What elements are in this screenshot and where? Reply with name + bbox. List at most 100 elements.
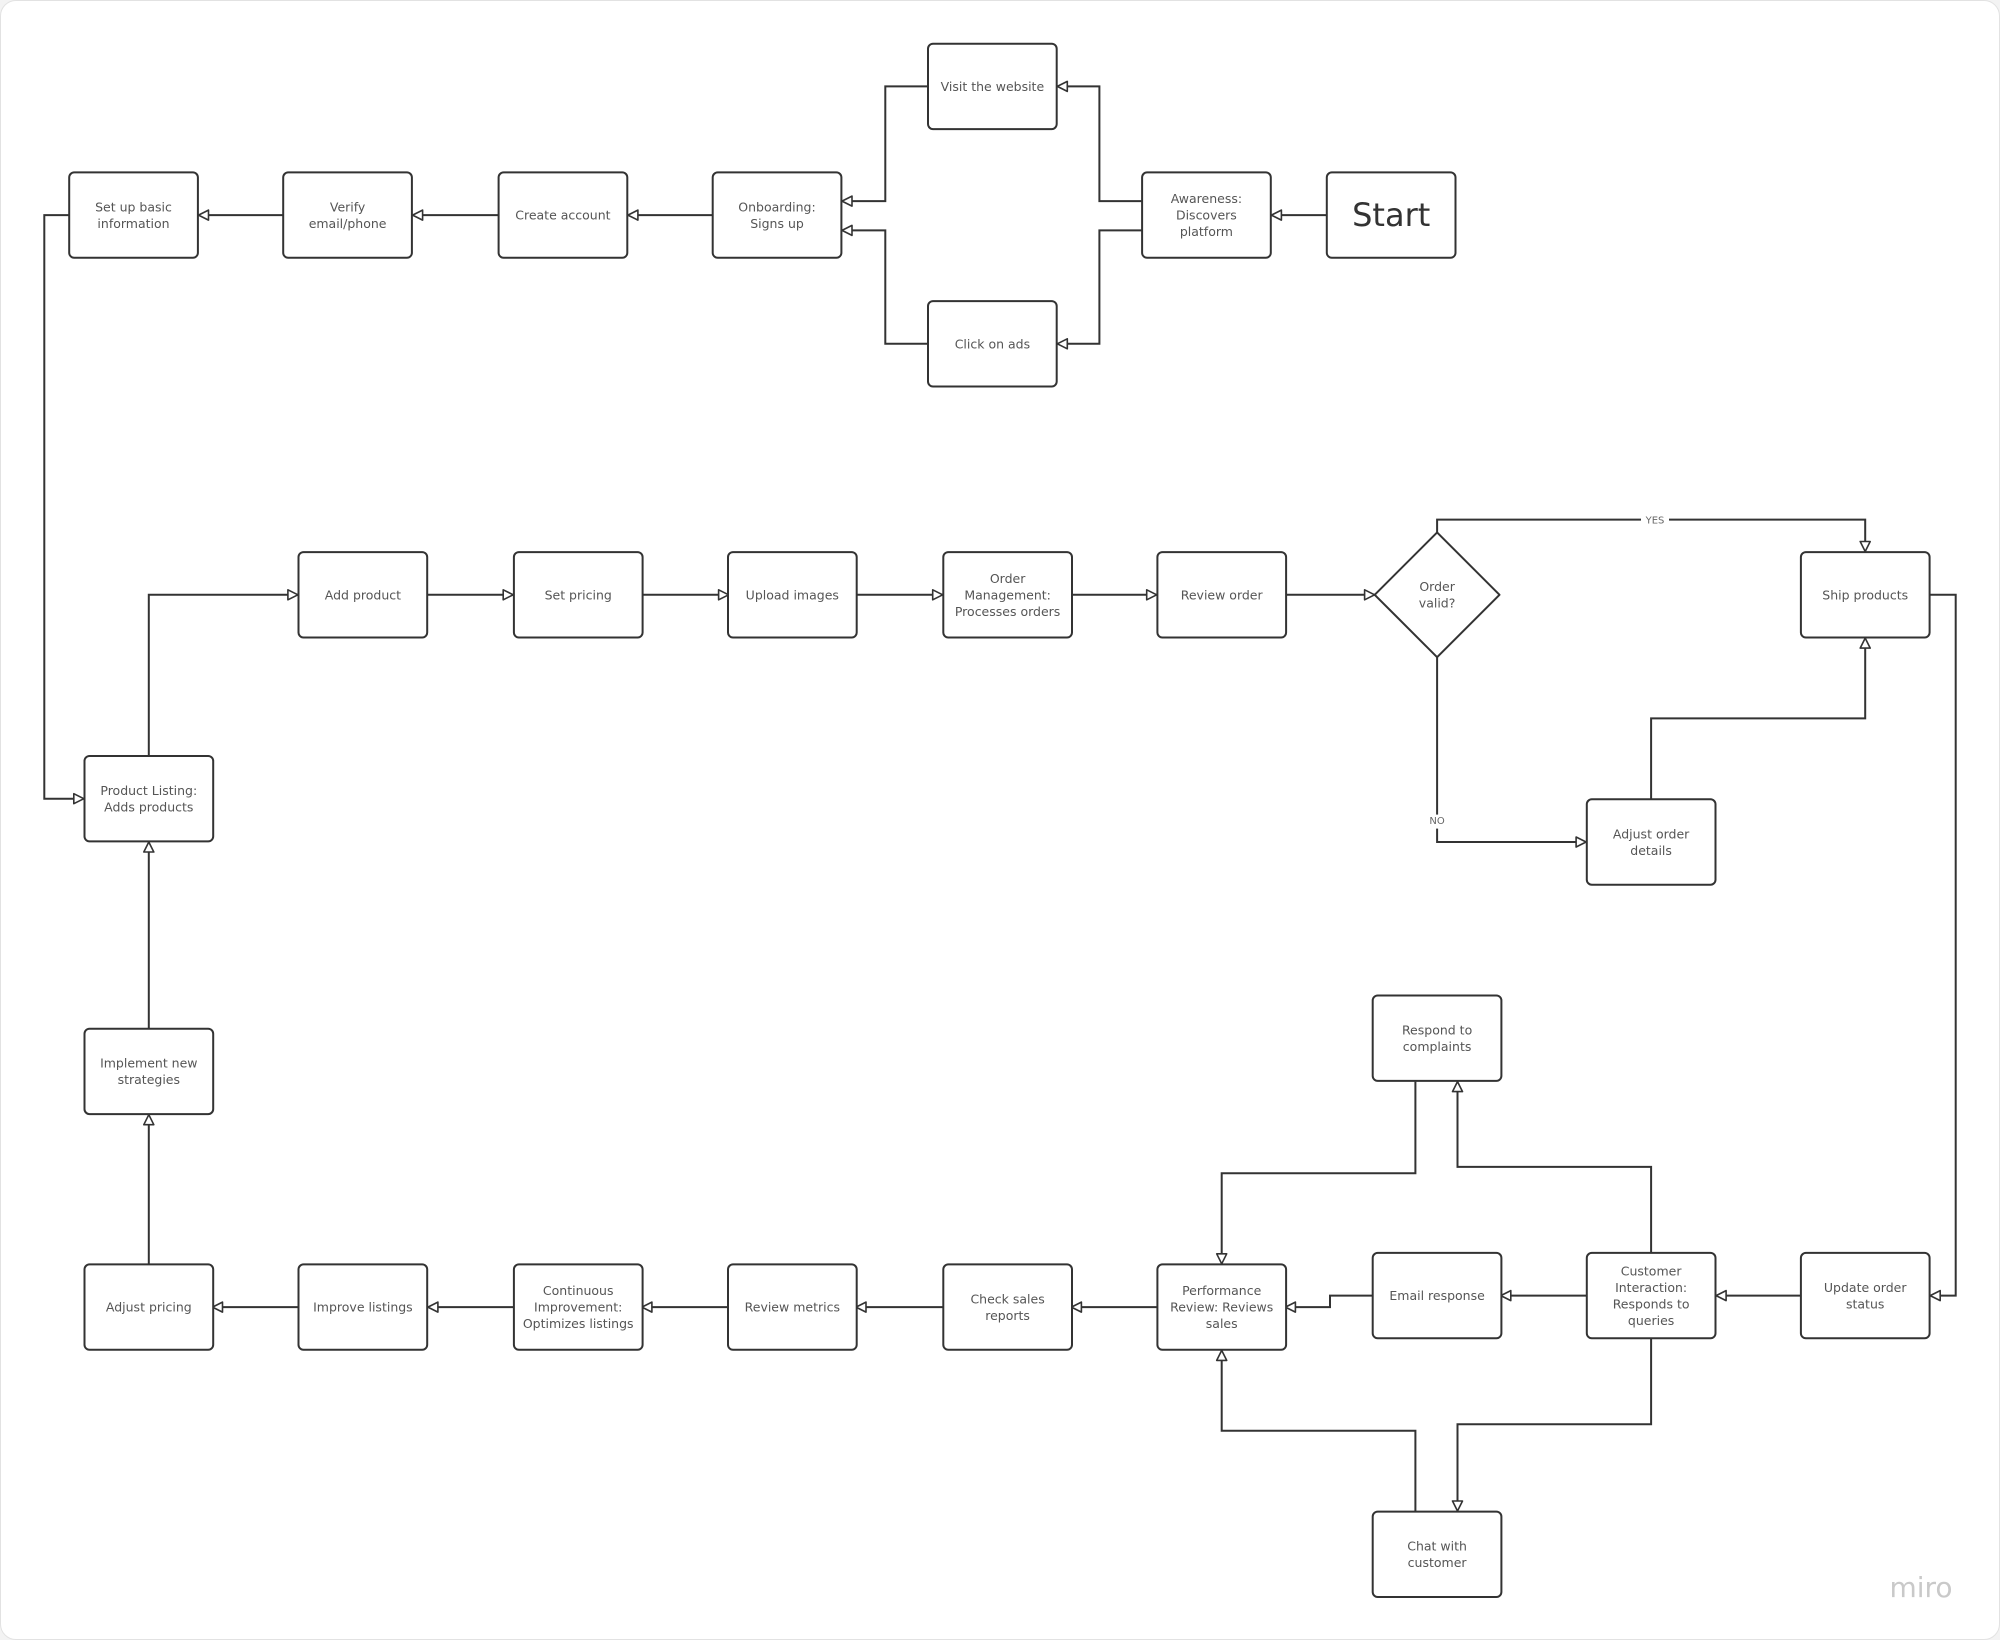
node-addproduct[interactable]: Add product <box>297 551 429 639</box>
connector-label-background <box>1423 814 1452 829</box>
node-label: Interaction: <box>1615 1280 1687 1295</box>
process-box <box>512 551 644 639</box>
process-box <box>1585 1251 1717 1340</box>
node-ship[interactable]: Ship products <box>1799 551 1931 639</box>
node-metrics[interactable]: Review metrics <box>727 1263 858 1351</box>
process-box <box>727 1263 858 1351</box>
node-label: Awareness: <box>1171 191 1242 206</box>
process-box <box>1371 994 1503 1082</box>
node-label: details <box>1630 843 1672 858</box>
process-box <box>927 42 1058 131</box>
process-box <box>83 755 215 843</box>
node-label: Responds to <box>1613 1296 1690 1311</box>
process-box <box>1371 1251 1503 1340</box>
connector-ship-to-updatestatus[interactable] <box>1929 593 1957 1302</box>
node-label: reports <box>985 1308 1030 1323</box>
connector-complaints-to-perf[interactable] <box>1215 1081 1417 1265</box>
node-label: Set up basic <box>95 199 172 214</box>
node-label: platform <box>1180 224 1233 239</box>
connector-label-yes: YES <box>1645 515 1665 526</box>
node-label: complaints <box>1403 1039 1472 1054</box>
node-visit[interactable]: Visit the website <box>927 42 1058 131</box>
node-label: information <box>97 216 169 231</box>
node-onboarding[interactable]: Onboarding: Signs up <box>711 171 843 259</box>
node-adjustpricing[interactable]: Adjust pricing <box>83 1263 215 1351</box>
connector-visit-to-onboarding[interactable] <box>841 85 928 207</box>
node-label: Improvement: <box>534 1300 622 1315</box>
connector-chat-to-perf[interactable] <box>1215 1349 1417 1511</box>
node-label: Start <box>1352 196 1430 234</box>
process-box <box>68 171 199 259</box>
process-box <box>297 551 429 639</box>
process-box <box>497 171 629 259</box>
node-listing[interactable]: Product Listing:Adds products <box>83 755 215 843</box>
node-label: Click on ads <box>955 336 1030 351</box>
node-label: Check sales <box>970 1291 1044 1306</box>
process-box <box>942 1263 1073 1351</box>
connector-label-background <box>1641 513 1669 528</box>
node-label: status <box>1846 1296 1884 1311</box>
node-ads[interactable]: Click on ads <box>927 300 1058 388</box>
connector-custint-to-complaints[interactable] <box>1451 1080 1653 1253</box>
node-start[interactable]: Start <box>1325 171 1457 259</box>
connector-label-no: NO <box>1429 816 1444 827</box>
node-checksales[interactable]: Check sales reports <box>942 1263 1073 1351</box>
node-label: Create account <box>515 208 610 223</box>
node-label: Respond to <box>1402 1022 1472 1037</box>
process-box <box>1799 1251 1931 1340</box>
process-box <box>1156 1263 1288 1351</box>
edges-layer: YES NO <box>43 80 1957 1512</box>
node-label: Management: <box>964 587 1051 602</box>
node-label: Processes orders <box>955 604 1060 619</box>
node-create[interactable]: Create account <box>497 171 629 259</box>
node-improve[interactable]: Improve listings <box>297 1263 429 1351</box>
connector-valid-to-adjustorder[interactable] <box>1436 657 1587 848</box>
node-label: Onboarding: <box>738 199 815 214</box>
process-box <box>1141 171 1272 259</box>
connector-listing-to-addproduct[interactable] <box>147 588 299 756</box>
node-label: Customer <box>1621 1263 1683 1278</box>
decision-diamond <box>1373 531 1501 659</box>
process-box <box>942 551 1073 639</box>
process-box <box>927 300 1058 388</box>
connector-ads-to-onboarding[interactable] <box>841 224 928 345</box>
process-box <box>1585 798 1717 886</box>
node-label: Review metrics <box>745 1300 840 1315</box>
node-label: Order <box>1419 579 1455 594</box>
node-label: Update order <box>1824 1280 1907 1295</box>
connector-custint-to-chat[interactable] <box>1451 1338 1653 1512</box>
connector-adjustorder-to-ship[interactable] <box>1650 637 1871 799</box>
node-label: Review: Reviews <box>1170 1300 1273 1315</box>
node-label: Signs up <box>750 216 804 231</box>
node-label: Add product <box>325 587 401 602</box>
connector-email-to-perf[interactable] <box>1284 1294 1373 1313</box>
node-upload[interactable]: Upload images <box>727 551 858 639</box>
node-email[interactable]: Email response <box>1371 1251 1503 1340</box>
node-setpricing[interactable]: Set pricing <box>512 551 644 639</box>
node-setup[interactable]: Set up basic information <box>68 171 199 259</box>
miro-logo: miro <box>1889 1571 1952 1604</box>
node-review[interactable]: Review order <box>1156 551 1288 639</box>
process-box <box>83 1027 215 1116</box>
node-label: Chat with <box>1407 1539 1467 1554</box>
connector-setup-to-listing[interactable] <box>43 214 85 805</box>
connector-awareness-to-ads[interactable] <box>1056 229 1143 350</box>
node-complaints[interactable]: Respond to complaints <box>1371 994 1503 1082</box>
connector-awareness-to-visit[interactable] <box>1056 80 1143 203</box>
node-label: sales <box>1206 1316 1238 1331</box>
process-box <box>1371 1510 1503 1598</box>
